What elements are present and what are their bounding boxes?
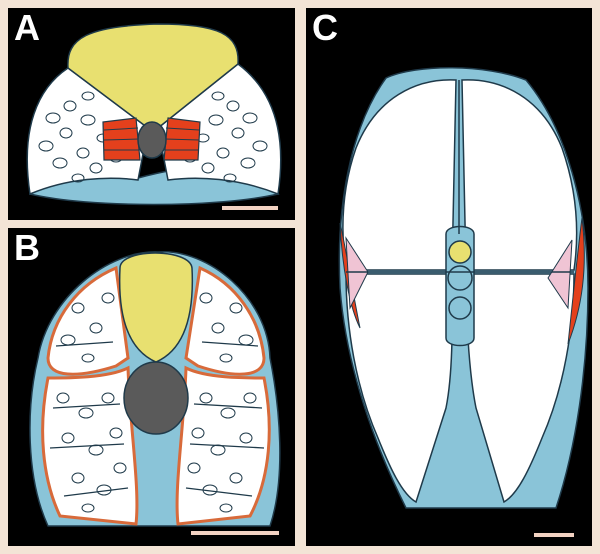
panel-b-drawing xyxy=(8,228,295,546)
panel-a-drawing xyxy=(8,8,295,220)
nerve-cord-b xyxy=(124,362,188,434)
nerve-cord-a xyxy=(138,122,166,158)
canal-upper-c xyxy=(448,266,472,290)
canal-lower-c xyxy=(449,297,471,319)
panel-c-drawing xyxy=(306,8,592,546)
scale-bar-a xyxy=(222,206,278,210)
scale-bar-b xyxy=(191,531,279,535)
left-upper-lobe-b xyxy=(48,268,128,374)
scale-bar-c xyxy=(534,533,574,537)
panel-letter-b: B xyxy=(14,228,40,268)
upper-left-mass-c xyxy=(343,80,456,270)
panel-c: C xyxy=(306,8,592,546)
panel-b: B xyxy=(8,228,295,546)
panel-letter-a: A xyxy=(14,8,40,48)
right-upper-lobe-b xyxy=(186,268,264,374)
notochord-c xyxy=(449,241,471,263)
panel-a: A xyxy=(8,8,295,220)
panel-letter-c: C xyxy=(312,8,338,48)
upper-right-mass-c xyxy=(462,80,577,270)
